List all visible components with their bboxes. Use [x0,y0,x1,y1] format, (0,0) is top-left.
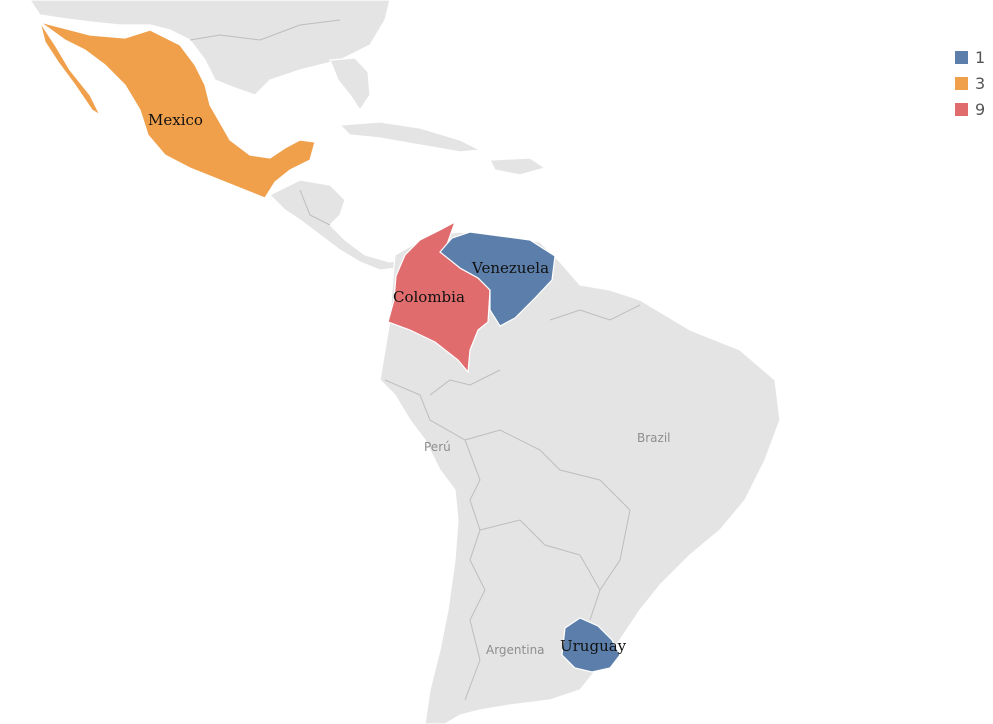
label-peru: Perú [424,440,451,454]
country-uruguay[interactable] [561,617,621,673]
country-colombia[interactable] [387,220,491,374]
legend-label: 9 [975,99,986,119]
label-brazil: Brazil [637,431,671,445]
label-uruguay: Uruguay [560,637,627,655]
label-colombia: Colombia [393,288,465,306]
legend: 1 3 9 [955,44,985,122]
land-cuba [338,121,483,153]
legend-swatch [955,102,968,116]
legend-item[interactable]: 3 [955,70,985,96]
basemap-borders [189,19,641,701]
legend-swatch [955,50,968,64]
land-central-america [268,179,407,271]
legend-label: 1 [975,47,986,67]
legend-item[interactable]: 1 [955,44,985,70]
land-florida [329,57,371,112]
label-venezuela: Venezuela [471,259,549,277]
land-north-america [29,0,391,96]
label-mexico: Mexico [148,111,203,129]
legend-label: 3 [975,73,986,93]
country-mexico[interactable] [39,21,316,199]
country-venezuela[interactable] [439,231,556,327]
legend-item[interactable]: 9 [955,96,985,122]
label-argentina: Argentina [486,643,545,657]
land-hispaniola [489,157,547,176]
legend-swatch [955,76,968,90]
